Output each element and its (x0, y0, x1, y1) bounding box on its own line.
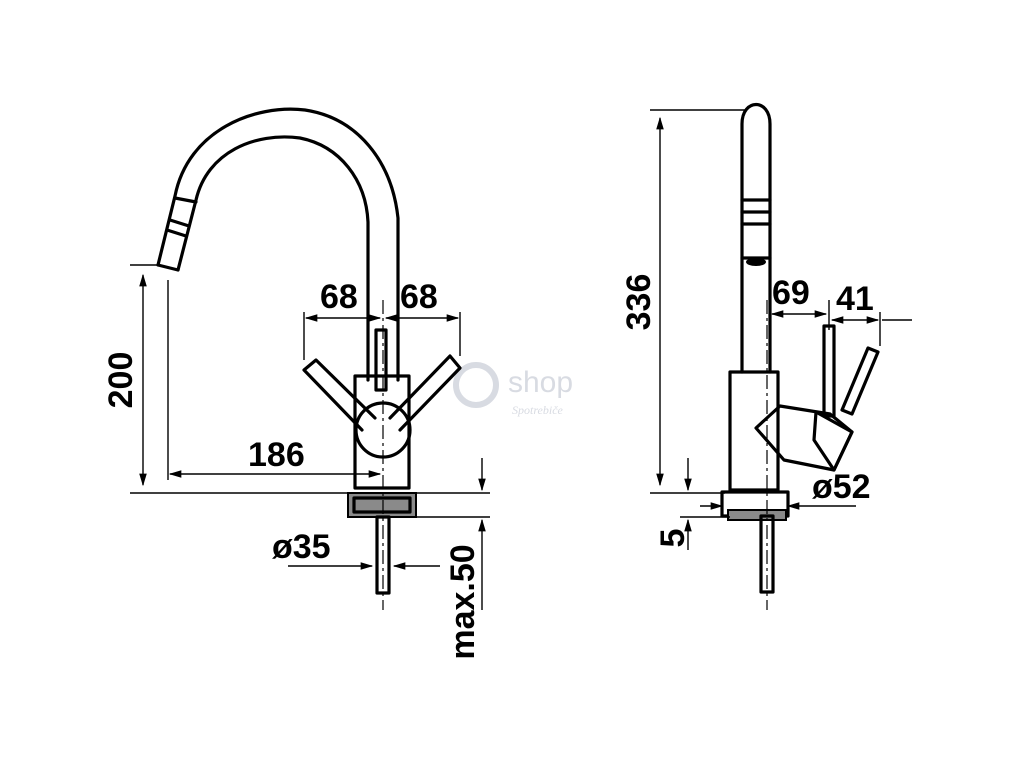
side-mounting-rod (759, 514, 775, 594)
side-dim-height: 336 (620, 274, 658, 331)
side-dim-base-height: 5 (654, 529, 692, 548)
side-dim-base: ø52 (812, 468, 871, 506)
side-dim-handle-reach: 41 (836, 280, 874, 318)
front-dim-reach: 186 (248, 436, 305, 474)
watermark-subtext: Spotrebiče (512, 403, 564, 417)
side-spout (740, 103, 772, 374)
watermark: shop Spotrebiče (453, 362, 573, 417)
watermark-text: shop (508, 366, 573, 399)
side-body (728, 370, 780, 492)
front-view: 200 186 68 68 ø35 max.50 (102, 107, 490, 660)
front-dim-right-handle: 68 (400, 278, 438, 316)
side-view: 336 69 41 ø52 5 (620, 103, 912, 610)
front-dim-left-handle: 68 (320, 278, 358, 316)
front-left-handle (302, 358, 377, 432)
front-body (353, 374, 411, 490)
side-handle-lever (822, 324, 836, 418)
front-dim-hole: ø35 (272, 528, 331, 566)
front-dim-max-thickness: max.50 (444, 544, 482, 659)
watermark-logo-icon (453, 362, 499, 408)
front-right-handle (388, 354, 462, 432)
side-dim-handle-offset: 69 (772, 274, 810, 312)
front-spout (156, 107, 400, 382)
front-dim-height: 200 (102, 352, 140, 409)
